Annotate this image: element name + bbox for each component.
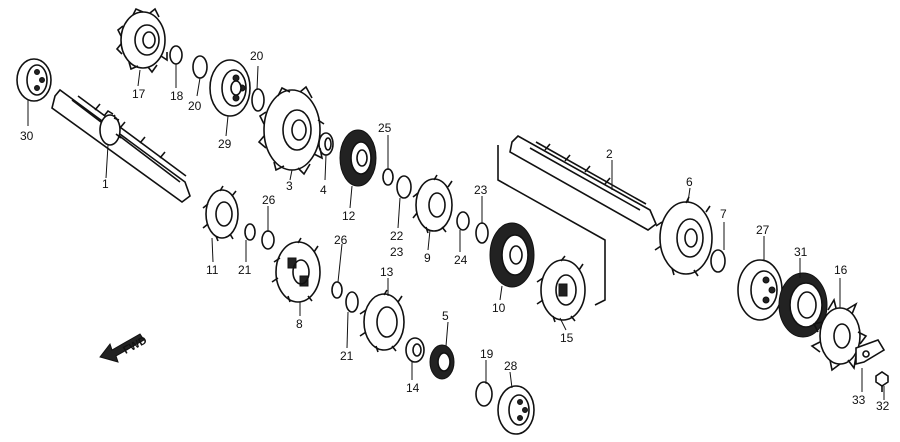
part-32-bolt (875, 371, 889, 392)
part-31-oil-seal (778, 272, 828, 338)
fwd-label: FWD (121, 334, 149, 356)
label-7: 7 (720, 207, 727, 221)
group-bracket (497, 145, 606, 306)
label-17: 17 (132, 87, 146, 101)
label-27: 27 (756, 223, 770, 237)
part-12-gear (339, 129, 377, 187)
part-21-washer-lower (345, 291, 359, 313)
label-26-upper: 26 (262, 193, 276, 207)
label-6: 6 (686, 175, 693, 189)
label-31: 31 (794, 245, 808, 259)
part-27-bearing (737, 259, 783, 321)
fwd-arrow: FWD (99, 333, 149, 363)
leader-lines (27, 64, 885, 400)
part-20-washer-lower (251, 88, 265, 112)
part-28-bearing (497, 385, 535, 435)
part-13-gear (359, 289, 405, 353)
part-14-bushing (405, 337, 425, 363)
label-11: 11 (206, 263, 219, 277)
part-22-washer (396, 175, 412, 199)
label-18: 18 (170, 89, 184, 103)
part-29-bearing (209, 59, 251, 117)
part-11-gear (202, 185, 239, 242)
part-33-plate (855, 339, 886, 366)
label-23-right: 23 (474, 183, 488, 197)
label-16: 16 (834, 263, 848, 277)
part-4-bushing (318, 132, 334, 156)
label-30: 30 (20, 129, 34, 143)
part-7-washer (710, 249, 726, 273)
label-3: 3 (286, 179, 293, 193)
label-20-upper: 20 (250, 49, 264, 63)
label-23-left: 23 (390, 245, 404, 259)
part-5-gear (429, 344, 455, 380)
label-32: 32 (876, 399, 890, 413)
label-5: 5 (442, 309, 449, 323)
part-26-circlip-lower (331, 281, 343, 299)
label-26-lower: 26 (334, 233, 348, 247)
label-8: 8 (296, 317, 303, 331)
part-1-mainshaft (51, 88, 191, 203)
label-25: 25 (378, 121, 392, 135)
part-18-circlip (169, 45, 183, 65)
part-10-gear (489, 222, 535, 288)
label-21-lower: 21 (340, 349, 354, 363)
part-24-washer (456, 211, 470, 231)
part-9-gear (412, 174, 453, 234)
label-28: 28 (504, 359, 518, 373)
part-25-circlip (382, 168, 394, 186)
part-labels: 30 1 17 18 20 20 29 3 4 12 25 22 23 9 24… (20, 49, 890, 413)
label-10: 10 (492, 301, 506, 315)
part-20-washer-upper (192, 55, 208, 79)
part-2-countershaft (509, 135, 657, 231)
part-3-gear (257, 85, 325, 176)
label-13: 13 (380, 265, 394, 279)
label-2: 2 (606, 147, 613, 161)
part-8-gear (271, 237, 321, 303)
label-33: 33 (852, 393, 866, 407)
label-12: 12 (342, 209, 356, 223)
part-23-washer-right (475, 222, 489, 244)
label-14: 14 (406, 381, 420, 395)
part-6-gear (654, 196, 713, 277)
part-17-gear (115, 7, 168, 74)
part-21-washer-left (244, 223, 256, 241)
label-4: 4 (320, 183, 327, 197)
label-20-lower: 20 (188, 99, 202, 113)
label-9: 9 (424, 251, 431, 265)
label-24: 24 (454, 253, 468, 267)
label-21-left: 21 (238, 263, 252, 277)
part-26-circlip-upper (261, 230, 275, 250)
label-1: 1 (102, 177, 109, 191)
label-29: 29 (218, 137, 232, 151)
label-22: 22 (390, 229, 404, 243)
label-15: 15 (560, 331, 574, 345)
part-15-gear (536, 255, 586, 323)
part-30-bearing (16, 58, 52, 102)
label-19: 19 (480, 347, 494, 361)
part-19-washer (475, 381, 493, 407)
